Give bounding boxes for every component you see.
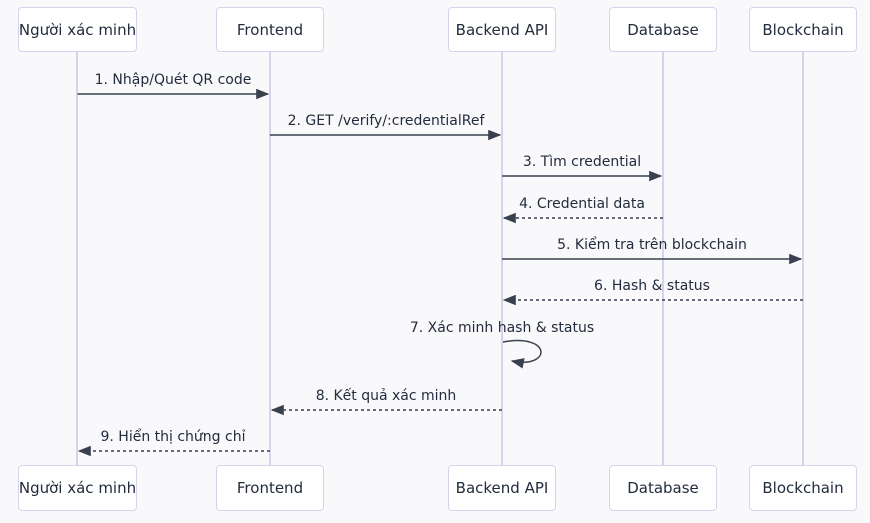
message-6-label: 6. Hash & status xyxy=(594,278,710,294)
participant-label: Frontend xyxy=(236,20,304,39)
participant-top-frontend: Frontend xyxy=(216,7,324,52)
participant-top-blockchain: Blockchain xyxy=(749,7,857,52)
participant-bottom-nguoi-xac-minh: Người xác minh xyxy=(18,465,137,511)
participant-label: Backend API xyxy=(455,479,549,497)
participant-bottom-backend-api: Backend API xyxy=(448,465,556,511)
participant-label: Blockchain xyxy=(762,479,844,497)
message-2-label: 2. GET /verify/:credentialRef xyxy=(287,113,485,129)
participant-bottom-frontend: Frontend xyxy=(216,465,324,511)
participant-label: Người xác minh xyxy=(18,20,137,39)
message-1-label: 1. Nhập/Quét QR code xyxy=(94,72,252,88)
participant-label: Người xác minh xyxy=(18,479,137,497)
lifeline-nguoi-xac-minh xyxy=(76,52,78,465)
participant-bottom-blockchain: Blockchain xyxy=(749,465,857,511)
participant-label: Frontend xyxy=(236,479,304,497)
participant-label: Blockchain xyxy=(762,20,844,39)
lifeline-blockchain xyxy=(802,52,804,465)
message-5-label: 5. Kiểm tra trên blockchain xyxy=(557,237,747,253)
participant-label: Database xyxy=(627,479,699,497)
participant-bottom-database: Database xyxy=(609,465,717,511)
message-4-label: 4. Credential data xyxy=(519,196,645,212)
participant-top-database: Database xyxy=(609,7,717,52)
participant-top-nguoi-xac-minh: Người xác minh xyxy=(18,7,137,52)
message-3-label: 3. Tìm credential xyxy=(522,154,642,170)
participant-label: Database xyxy=(627,20,699,39)
participant-label: Backend API xyxy=(455,20,549,39)
message-9-label: 9. Hiển thị chứng chỉ xyxy=(100,429,246,445)
message-8-label: 8. Kết quả xác minh xyxy=(315,388,457,404)
lifeline-frontend xyxy=(269,52,271,465)
participant-top-backend-api: Backend API xyxy=(448,7,556,52)
message-7-label: 7. Xác minh hash & status xyxy=(409,320,595,336)
message-7-self-loop-arrow xyxy=(502,339,542,369)
